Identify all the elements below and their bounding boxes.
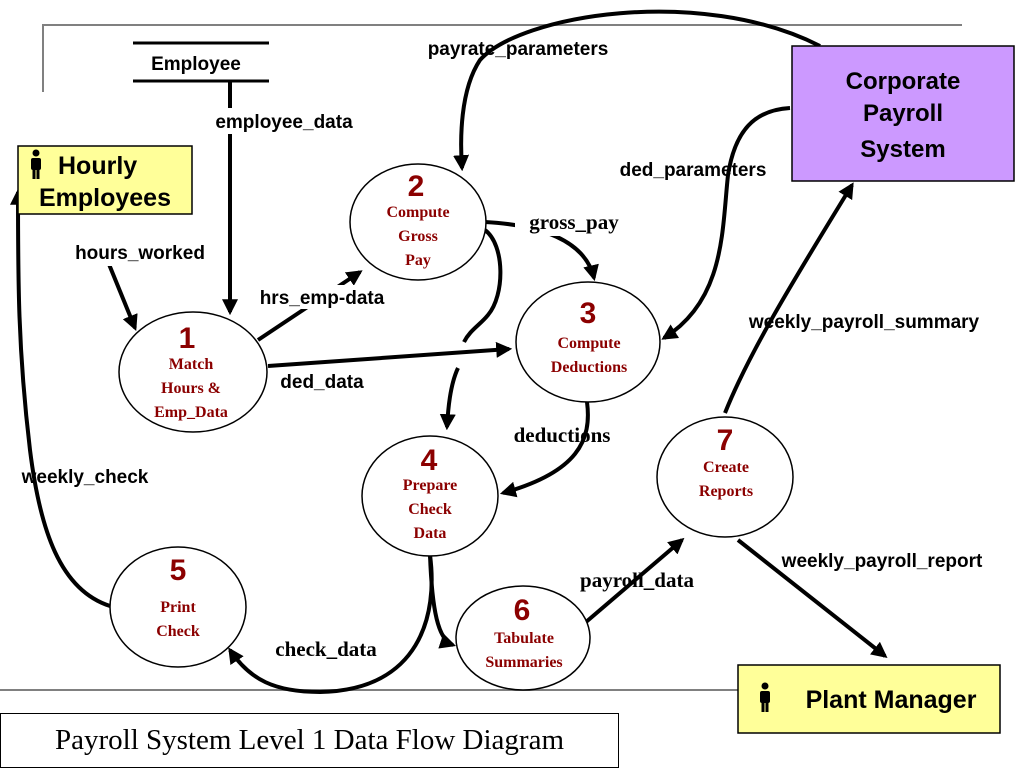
process-number: 2 xyxy=(408,170,425,203)
process-name-line: Check xyxy=(156,623,200,640)
process-name-line: Tabulate xyxy=(494,630,554,647)
process-name-line: Hours & xyxy=(161,380,221,397)
entity-hourly-employees-line1: Hourly xyxy=(58,152,137,180)
flow-weekly-payroll-report xyxy=(736,538,888,658)
flow-label-hours-worked: hours_worked xyxy=(75,243,205,264)
flow-weekly-check xyxy=(10,188,111,608)
process-name-line: Summaries xyxy=(485,654,562,671)
process-name-line: Create xyxy=(703,459,749,476)
flow-check-data-to-tabulate xyxy=(428,554,457,649)
process-number: 5 xyxy=(170,554,187,587)
flow-label-employee-data: employee_data xyxy=(215,112,353,133)
flow-label-ded-data: ded_data xyxy=(280,372,364,393)
entity-plant-manager-label: Plant Manager xyxy=(806,686,977,714)
flow-label-ded-parameters: ded_parameters xyxy=(620,160,767,181)
top-rule xyxy=(42,24,962,92)
flow-deductions xyxy=(499,401,590,498)
flow-ded-data xyxy=(267,341,513,368)
flow-label-gross-pay: gross_pay xyxy=(529,210,619,234)
entity-plant-manager: Plant Manager xyxy=(737,664,1001,734)
process-name-line: Match xyxy=(169,356,214,373)
process-name-line: Deductions xyxy=(551,359,627,376)
process-name-line: Gross xyxy=(398,228,438,245)
process-name-line: Pay xyxy=(405,252,431,269)
person-icon xyxy=(31,149,41,179)
flow-label-weekly-payroll-report: weekly_payroll_report xyxy=(781,551,983,572)
process-name-line: Data xyxy=(414,525,447,542)
entity-corporate-line1: Corporate xyxy=(846,68,961,95)
process-number: 3 xyxy=(580,297,597,330)
process-name-line: Prepare xyxy=(403,477,458,494)
flow-label-payroll-data: payroll_data xyxy=(580,568,694,592)
entity-corporate-payroll-system: Corporate Payroll System xyxy=(791,45,1015,182)
flow-label-weekly-payroll-summary: weekly_payroll_summary xyxy=(748,312,980,333)
entity-corporate-line3: System xyxy=(860,136,945,163)
process-1: 1 Match Hours & Emp_Data xyxy=(118,311,268,433)
flow-label-hrs-emp-data: hrs_emp-data xyxy=(260,288,385,309)
person-icon xyxy=(760,682,770,712)
flow-gross-pay-to-check-lower xyxy=(439,367,460,431)
flow-weekly-payroll-summary xyxy=(723,182,854,414)
entity-hourly-employees: Hourly Employees xyxy=(17,145,193,215)
diagram-title: Payroll System Level 1 Data Flow Diagram xyxy=(0,713,619,768)
process-6: 6 Tabulate Summaries xyxy=(455,585,591,691)
process-number: 6 xyxy=(514,594,531,627)
data-store-label: Employee xyxy=(151,54,241,75)
process-name-line: Emp_Data xyxy=(154,404,228,421)
data-store-employee: Employee xyxy=(133,41,269,83)
process-3: 3 Compute Deductions xyxy=(515,281,661,403)
process-number: 4 xyxy=(421,444,438,477)
flow-gross-pay-to-check-upper xyxy=(462,228,503,343)
process-name-line: Reports xyxy=(699,483,753,500)
process-name-line: Compute xyxy=(557,335,620,352)
process-name-line: Compute xyxy=(386,204,449,221)
process-number: 7 xyxy=(717,424,734,457)
process-name-line: Print xyxy=(160,599,196,616)
flow-ded-parameters xyxy=(661,106,791,340)
process-name-line: Check xyxy=(408,501,452,518)
flow-label-payrate-parameters: payrate_parameters xyxy=(428,39,609,60)
process-number: 1 xyxy=(179,322,196,355)
flow-payroll-data xyxy=(584,537,685,624)
entity-hourly-employees-line2: Employees xyxy=(39,184,171,212)
flow-label-deductions: deductions xyxy=(514,423,611,447)
process-7: 7 Create Reports xyxy=(656,416,794,538)
flow-label-check-data: check_data xyxy=(275,637,377,661)
entity-corporate-line2: Payroll xyxy=(863,100,943,127)
process-2: 2 Compute Gross Pay xyxy=(349,163,487,281)
flow-check-data xyxy=(228,554,434,695)
process-5: 5 Print Check xyxy=(109,546,247,668)
flow-gross-pay xyxy=(484,220,599,282)
flow-payrate-parameters xyxy=(453,9,821,172)
process-4: 4 Prepare Check Data xyxy=(361,435,499,557)
flow-label-weekly-check: weekly_check xyxy=(21,467,149,488)
